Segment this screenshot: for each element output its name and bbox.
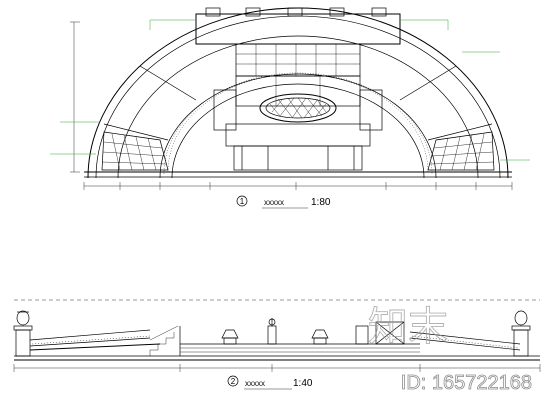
watermark-logo: 知末 xyxy=(368,304,448,350)
plan-left-grid-panel xyxy=(101,131,169,171)
elevation-caption: 2 xxxxx 1:40 xyxy=(227,375,313,390)
plan-radial-lines xyxy=(103,65,493,141)
plan-number: 1 xyxy=(240,197,245,206)
plan-annotation-leaders xyxy=(50,19,530,161)
plan-title: xxxxx xyxy=(264,198,284,207)
elevation-right-pedestal xyxy=(511,310,531,357)
plan-inner-rooms xyxy=(213,89,383,171)
plan-inner-arc-2 xyxy=(171,83,425,179)
plan-base-band xyxy=(83,171,513,190)
elevation-view xyxy=(13,299,541,372)
elevation-number: 2 xyxy=(231,377,236,386)
plan-outer-arc xyxy=(87,7,509,179)
elevation-title: xxxxx xyxy=(245,379,265,388)
plan-inner-arc xyxy=(159,73,437,179)
elevation-right-balustrade xyxy=(409,331,521,351)
plan-view xyxy=(50,7,530,190)
plan-center-oval xyxy=(259,93,337,123)
elevation-stairs xyxy=(149,325,181,356)
plan-hatch-band xyxy=(167,73,429,173)
plan-middle-arc xyxy=(117,35,479,179)
watermark-id: ID: 165722168 xyxy=(401,372,532,394)
plan-right-grid-panel xyxy=(427,131,495,171)
plan-scale: 1:80 xyxy=(311,197,331,208)
elevation-urns xyxy=(221,329,329,345)
plan-top-building xyxy=(195,7,401,45)
plan-center-grid xyxy=(235,43,361,107)
watermark: 知末 ID: 165722168 xyxy=(368,304,533,395)
elevation-central-post xyxy=(267,318,277,345)
elevation-left-balustrade xyxy=(29,329,161,351)
elevation-dimension xyxy=(13,364,541,372)
plan-vertical-dimension xyxy=(70,21,80,173)
elevation-left-pedestal xyxy=(13,310,33,357)
plan-caption: 1 xxxxx 1:80 xyxy=(236,195,331,209)
elevation-scale: 1:40 xyxy=(293,378,313,389)
plan-outer-arc-inner xyxy=(95,15,501,179)
elevation-right-structure xyxy=(355,321,405,345)
